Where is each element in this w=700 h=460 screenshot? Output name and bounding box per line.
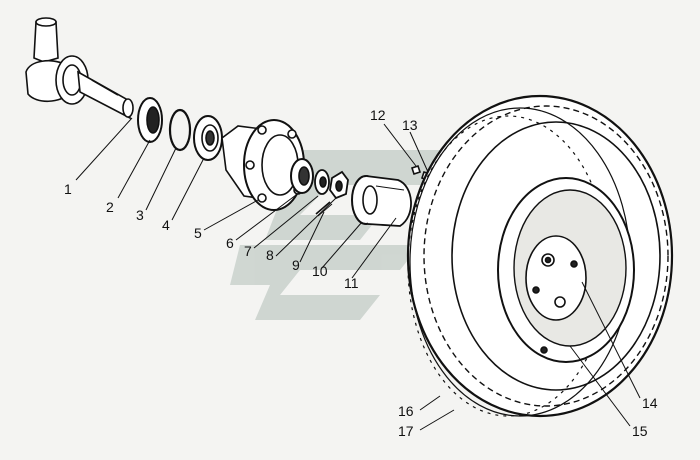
callout-16: 16 <box>398 403 414 419</box>
callout-7: 7 <box>244 243 252 259</box>
callout-8: 8 <box>266 247 274 263</box>
callout-15: 15 <box>632 423 648 439</box>
callout-2: 2 <box>106 199 114 215</box>
callout-4: 4 <box>162 217 170 233</box>
inner-bearing <box>193 115 223 161</box>
callout-10: 10 <box>312 263 328 279</box>
hub-cap <box>351 175 412 227</box>
lock-washer <box>314 169 330 195</box>
callout-11: 11 <box>344 275 359 291</box>
retaining-ring <box>168 108 192 152</box>
callout-13: 13 <box>402 117 418 133</box>
oil-seal <box>137 97 163 143</box>
callout-9: 9 <box>292 257 300 273</box>
callout-3: 3 <box>136 207 144 223</box>
hub-nut <box>329 170 349 200</box>
disc-wheel <box>497 177 635 363</box>
callout-14: 14 <box>642 395 658 411</box>
outer-bearing <box>290 158 314 194</box>
callout-17: 17 <box>398 423 414 439</box>
callout-labels: 1 2 3 4 5 6 7 8 9 10 11 12 13 14 15 16 1… <box>64 107 658 439</box>
cotter-pin <box>315 201 333 217</box>
leader-lines <box>75 117 641 431</box>
callout-6: 6 <box>226 235 234 251</box>
steering-knuckle <box>25 17 134 120</box>
callout-12: 12 <box>370 107 386 123</box>
wheel-hub <box>221 119 305 211</box>
callout-5: 5 <box>194 225 202 241</box>
callout-1: 1 <box>64 181 72 197</box>
